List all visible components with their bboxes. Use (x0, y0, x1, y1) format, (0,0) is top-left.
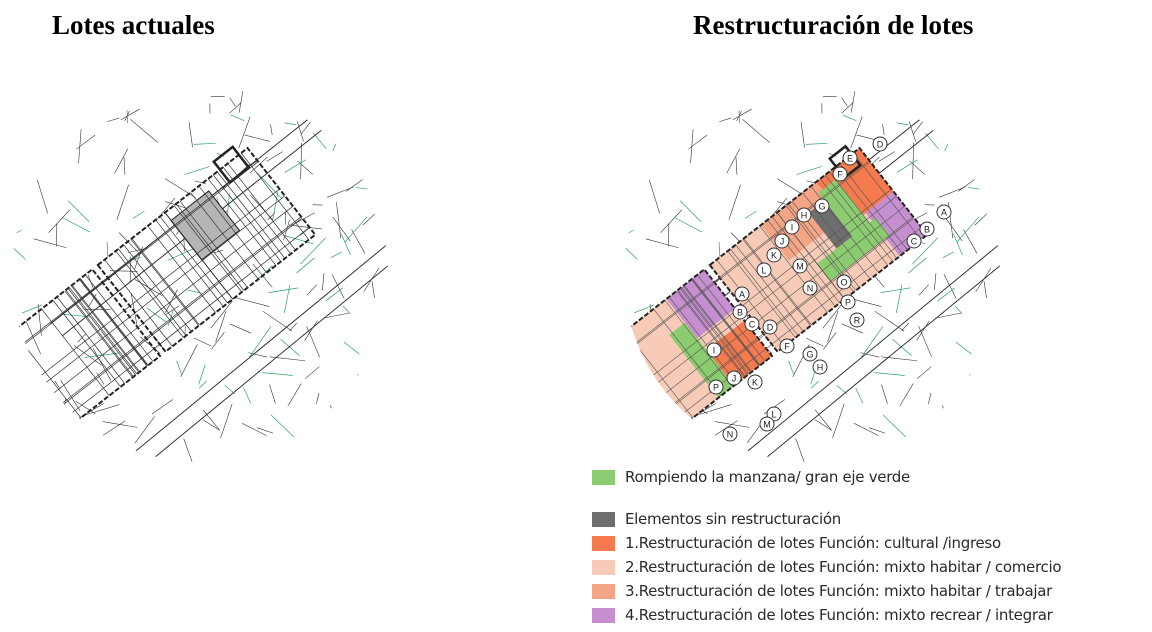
legend-swatch (592, 607, 615, 623)
north-lot-label-circle (836, 274, 852, 290)
south-lot-label: J (732, 374, 737, 384)
south-lot-label: M (763, 420, 771, 430)
north-lot-label: L (761, 266, 766, 276)
north-lot-label-circle (919, 221, 935, 237)
south-lot-label: N (727, 430, 734, 440)
north-lot-label: B (924, 225, 930, 235)
north-lot-label: G (818, 202, 825, 212)
south-lot-label: K (752, 378, 758, 388)
south-lot-label: G (806, 350, 813, 360)
north-lot-label-circle (756, 262, 772, 278)
legend-item-mixto-trabajar: 3.Restructuración de lotes Función: mixt… (592, 582, 1052, 600)
south-lot-label: B (737, 308, 743, 318)
north-lot-label-circle (802, 280, 818, 296)
north-lot-label-circle (784, 219, 800, 235)
south-lot-label-circle (779, 338, 795, 354)
legend-label: 4.Restructuración de lotes Función: mixt… (625, 606, 1053, 624)
north-lot-label-circle (840, 294, 856, 310)
zone-green-axis-south (669, 322, 735, 398)
title-current-lots: Lotes actuales (52, 10, 215, 40)
south-lot-label-circle (759, 416, 775, 432)
south-lot-label-circle (706, 342, 722, 358)
legend-swatch (592, 535, 615, 551)
legend-swatch (592, 583, 615, 599)
south-lot-label: A (739, 290, 745, 300)
legend-item-green-axis: Rompiendo la manzana/ gran eje verde (592, 468, 910, 486)
north-lot-label: P (845, 298, 851, 308)
north-lot-label-circle (906, 233, 922, 249)
zone-green-axis-cross (818, 179, 882, 252)
south-lot-label: P (713, 383, 719, 393)
south-lot-label: F (784, 342, 790, 352)
south-lot-label-circle (708, 379, 724, 395)
north-lot-label: F (837, 170, 843, 180)
north-lot-label: H (801, 211, 808, 221)
legend-item-no-restructure: Elementos sin restructuración (592, 510, 841, 528)
north-lot-label: A (941, 208, 947, 218)
south-lot-label-circle (744, 316, 760, 332)
north-lot-label-circle (842, 150, 858, 166)
north-lot-label-circle (832, 166, 848, 182)
legend-label: 1.Restructuración de lotes Función: cult… (625, 534, 1001, 552)
north-lot-label-circle (766, 247, 782, 263)
legend-item-cultural: 1.Restructuración de lotes Función: cult… (592, 534, 1001, 552)
south-lot-label: D (767, 323, 774, 333)
south-lot-label: I (713, 346, 716, 356)
north-lot-label: C (911, 237, 918, 247)
north-lot-label: M (796, 262, 804, 272)
north-lot-label-circle (936, 204, 952, 220)
zone-cultural-south (706, 320, 773, 386)
legend-swatch (592, 559, 615, 575)
north-lot-label: K (771, 251, 777, 261)
north-lot-label: N (807, 284, 814, 294)
legend-label: Rompiendo la manzana/ gran eje verde (625, 468, 910, 486)
south-lot-label-circle (732, 304, 748, 320)
south-lot-label-circle (722, 426, 738, 442)
current-lots-map (12, 86, 388, 462)
north-lot-label: D (877, 140, 884, 150)
south-lot-label-circle (726, 370, 742, 386)
north-lot-label-circle (774, 233, 790, 249)
north-block (96, 146, 317, 354)
south-lot-label: L (771, 410, 776, 420)
north-lot-label: O (840, 278, 847, 288)
south-lot-label-circle (747, 374, 763, 390)
legend-label: Elementos sin restructuración (625, 510, 841, 528)
legend-swatch (592, 511, 615, 527)
north-lot-label-circle (872, 136, 888, 152)
city-blocks (12, 145, 317, 431)
south-lot-label-circle (812, 359, 828, 375)
south-lot-label-circle (802, 346, 818, 362)
north-lot-label: J (780, 237, 785, 247)
north-lot-label: E (847, 154, 853, 164)
legend-item-mixto-comercio: 2.Restructuración de lotes Función: mixt… (592, 558, 1062, 576)
south-lot-label: H (817, 363, 824, 373)
title-restructured-lots: Restructuración de lotes (693, 10, 974, 40)
north-lot-label: R (854, 316, 861, 326)
south-lot-label-circle (762, 319, 778, 335)
north-lot-label-circle (849, 312, 865, 328)
south-lot-label-circle (734, 286, 750, 302)
north-lot-label: I (791, 223, 794, 233)
legend-item-mixto-recrear: 4.Restructuración de lotes Función: mixt… (592, 606, 1053, 624)
legend-label: 2.Restructuración de lotes Función: mixt… (625, 558, 1062, 576)
north-lot-label-circle (814, 198, 830, 214)
north-lot-label-circle (792, 258, 808, 274)
south-lot-label: C (749, 320, 756, 330)
legend-label: 3.Restructuración de lotes Función: mixt… (625, 582, 1052, 600)
north-lot-label-circle (796, 207, 812, 223)
legend-swatch (592, 469, 615, 485)
